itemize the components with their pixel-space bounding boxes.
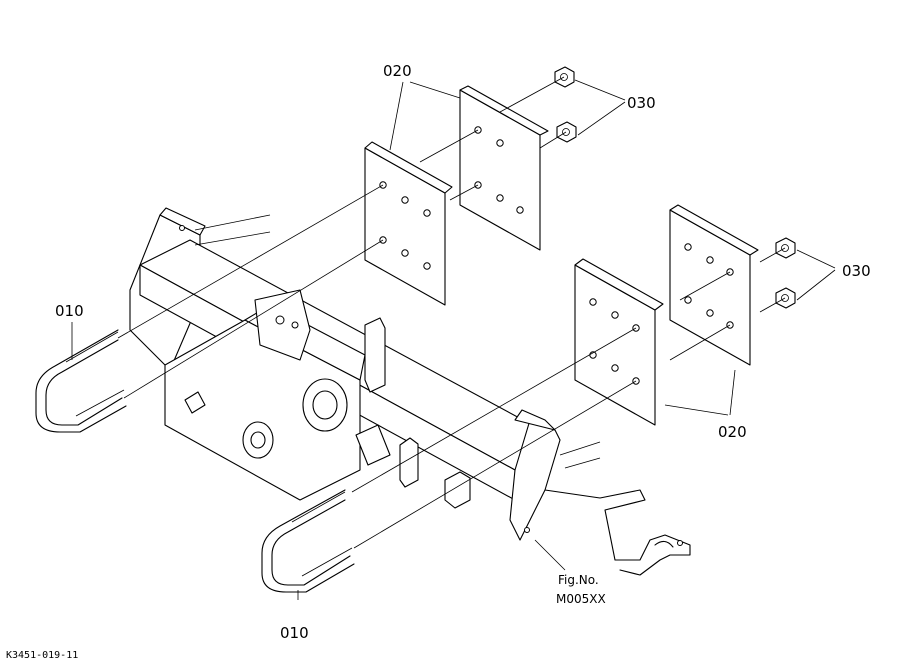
callout-nut-right: 030 [842,262,871,280]
callout-plate-right: 020 [718,423,747,441]
front-bracket-frame [129,207,691,576]
nut-right-1 [775,237,796,259]
u-bolt-bottom [261,489,355,593]
callout-nut-top: 030 [627,94,656,112]
plate-top-front [364,141,453,306]
figure-ref-line1: Fig.No. [558,573,599,587]
callout-plate-top: 020 [383,62,412,80]
nut-top-1 [554,66,575,88]
figure-ref-line2: M005XX [556,592,606,606]
u-bolt-left [35,329,127,433]
plate-right-rear [669,204,759,366]
plate-top-rear [459,85,549,251]
drawing-code: K3451-019-11 [6,650,78,661]
callout-bolt-left: 010 [55,302,84,320]
assembly-centerlines [117,76,786,549]
callout-bolt-bottom: 010 [280,624,309,642]
plate-right-front [574,258,664,426]
leader-lines [71,79,836,600]
nut-right-2 [775,287,796,309]
nut-top-2 [556,121,577,143]
